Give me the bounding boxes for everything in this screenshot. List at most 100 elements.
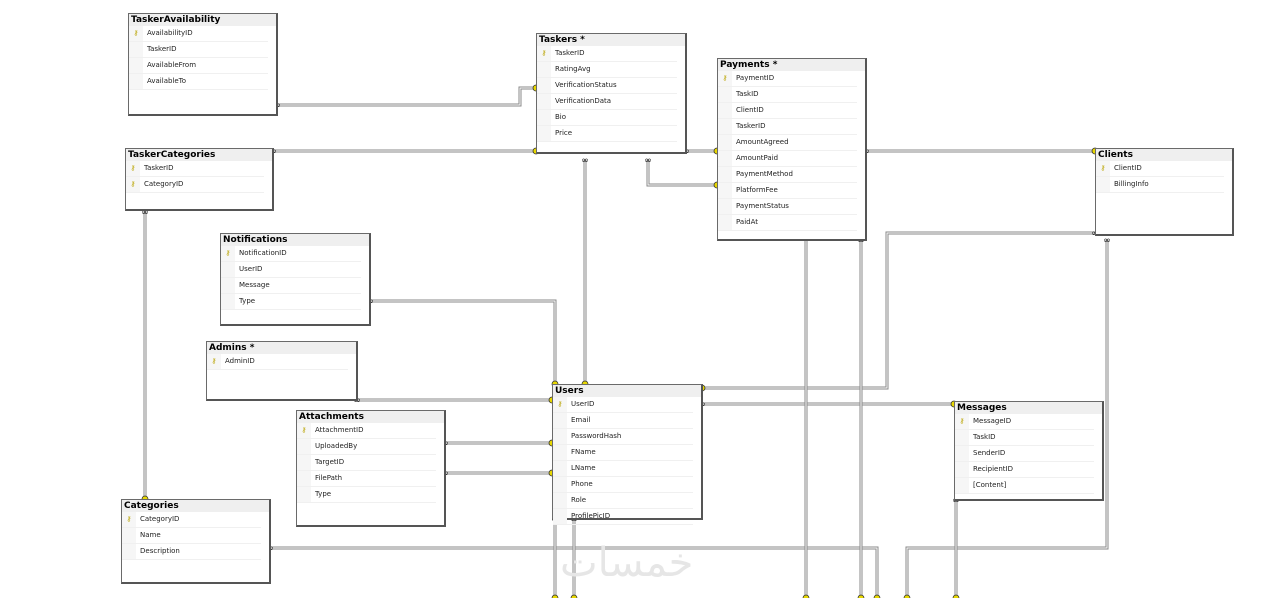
relationship-line[interactable] <box>702 231 1095 390</box>
column-row[interactable]: TaskerID <box>129 42 268 58</box>
column-name: UserID <box>239 265 263 273</box>
column-row[interactable]: ⚷AvailabilityID <box>129 26 268 42</box>
column-row[interactable]: BillingInfo <box>1096 177 1224 193</box>
column-row[interactable]: Phone <box>553 477 693 493</box>
key-end-icon <box>903 594 911 598</box>
column-row[interactable]: PasswordHash <box>553 429 693 445</box>
table-tasker-categories[interactable]: TaskerCategories⚷TaskerID⚷CategoryID <box>125 148 274 211</box>
column-row[interactable]: TargetID <box>297 455 436 471</box>
relationship-line[interactable] <box>370 300 556 384</box>
column-row[interactable]: TaskID <box>718 87 857 103</box>
column-row[interactable]: ⚷AdminID <box>207 354 348 370</box>
table-notifications[interactable]: Notifications⚷NotificationID UserID Messag… <box>220 233 371 326</box>
column-row[interactable]: PlatformFee <box>718 183 857 199</box>
column-name: ProfilePicID <box>571 512 611 520</box>
table-title[interactable]: Users <box>553 385 701 397</box>
column-row[interactable]: ⚷UserID <box>553 397 693 413</box>
table-title[interactable]: TaskerAvailability <box>129 14 276 26</box>
relationship-line[interactable] <box>647 160 717 186</box>
table-title[interactable]: Categories <box>122 500 269 512</box>
column-row[interactable]: Message <box>221 278 361 294</box>
column-row[interactable]: ⚷AttachmentID <box>297 423 436 439</box>
column-row[interactable]: ProfilePicID <box>553 509 693 525</box>
column-row[interactable]: Type <box>297 487 436 503</box>
column-row[interactable]: Bio <box>537 110 677 126</box>
column-name: AvailableFrom <box>147 61 197 69</box>
row-selector <box>553 493 567 508</box>
relationship-line[interactable] <box>277 87 536 106</box>
column-row[interactable]: UploadedBy <box>297 439 436 455</box>
table-title[interactable]: Notifications <box>221 234 369 246</box>
table-title[interactable]: Payments * <box>718 59 865 71</box>
table-title[interactable]: Messages <box>955 402 1102 414</box>
column-row[interactable]: TaskID <box>955 430 1094 446</box>
column-name: Bio <box>555 113 567 121</box>
column-row[interactable]: AvailableFrom <box>129 58 268 74</box>
relationship-line[interactable] <box>702 232 1095 389</box>
column-row[interactable]: [Content] <box>955 478 1094 494</box>
infinity-end-icon: ∞ <box>353 396 361 406</box>
table-title[interactable]: Attachments <box>297 411 444 423</box>
column-row[interactable]: Description <box>122 544 261 560</box>
column-row[interactable]: Price <box>537 126 677 142</box>
primary-key-icon: ⚷ <box>1096 161 1110 176</box>
key-end-icon <box>802 594 810 598</box>
column-row[interactable]: RatingAvg <box>537 62 677 78</box>
column-row[interactable]: ⚷ClientID <box>1096 161 1224 177</box>
column-row[interactable]: ⚷NotificationID <box>221 246 361 262</box>
column-name: VerificationData <box>555 97 612 105</box>
relationship-line[interactable] <box>270 547 878 598</box>
column-row[interactable]: ⚷CategoryID <box>126 177 264 193</box>
key-end-icon <box>873 594 881 598</box>
column-row[interactable]: PaymentMethod <box>718 167 857 183</box>
row-selector <box>221 294 235 309</box>
column-row[interactable]: Type <box>221 294 361 310</box>
relationship-line[interactable] <box>906 240 1108 598</box>
column-row[interactable]: FilePath <box>297 471 436 487</box>
column-name: CategoryID <box>144 180 184 188</box>
column-row[interactable]: PaymentStatus <box>718 199 857 215</box>
table-title[interactable]: Clients <box>1096 149 1232 161</box>
table-admins[interactable]: Admins *⚷AdminID <box>206 341 358 401</box>
column-row[interactable]: Name <box>122 528 261 544</box>
relationship-line[interactable] <box>277 86 536 107</box>
column-row[interactable]: AmountAgreed <box>718 135 857 151</box>
column-row[interactable]: ⚷TaskerID <box>126 161 264 177</box>
relationship-line[interactable] <box>370 299 557 384</box>
column-row[interactable]: ⚷MessageID <box>955 414 1094 430</box>
column-row[interactable]: ClientID <box>718 103 857 119</box>
row-selector <box>718 103 732 118</box>
column-row[interactable]: Role <box>553 493 693 509</box>
table-title[interactable]: Admins * <box>207 342 356 354</box>
column-row[interactable]: AvailableTo <box>129 74 268 90</box>
column-row[interactable]: Email <box>553 413 693 429</box>
column-row[interactable]: PaidAt <box>718 215 857 231</box>
relationship-line[interactable] <box>646 160 717 187</box>
primary-key-icon: ⚷ <box>122 512 136 527</box>
column-row[interactable]: UserID <box>221 262 361 278</box>
column-row[interactable]: AmountPaid <box>718 151 857 167</box>
column-name: PaymentStatus <box>736 202 789 210</box>
column-name: Message <box>239 281 270 289</box>
column-row[interactable]: ⚷CategoryID <box>122 512 261 528</box>
column-row[interactable]: VerificationData <box>537 94 677 110</box>
column-row[interactable]: TaskerID <box>718 119 857 135</box>
column-row[interactable]: LName <box>553 461 693 477</box>
column-row[interactable]: FName <box>553 445 693 461</box>
column-row[interactable]: RecipientID <box>955 462 1094 478</box>
column-name: AmountPaid <box>736 154 779 162</box>
table-title[interactable]: TaskerCategories <box>126 149 272 161</box>
table-title[interactable]: Taskers * <box>537 34 685 46</box>
column-row[interactable]: ⚷PaymentID <box>718 71 857 87</box>
column-row[interactable]: VerificationStatus <box>537 78 677 94</box>
column-row[interactable]: ⚷TaskerID <box>537 46 677 62</box>
column-row[interactable]: SenderID <box>955 446 1094 462</box>
